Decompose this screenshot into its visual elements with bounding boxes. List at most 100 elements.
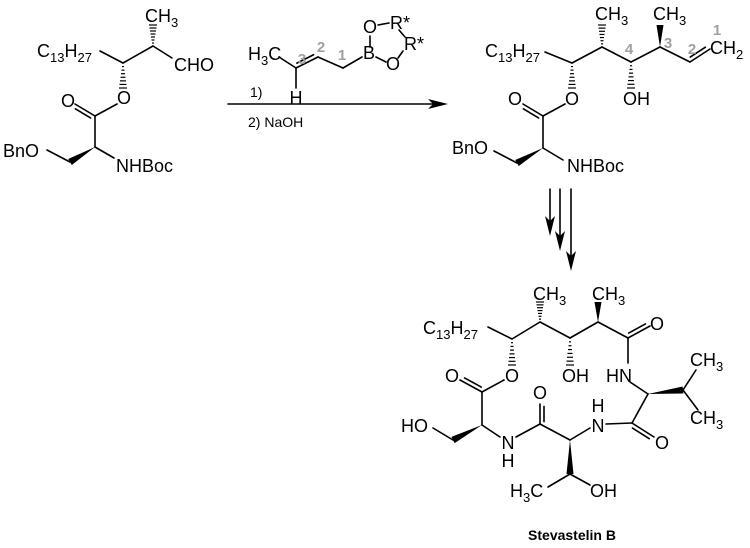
carbonyl-double-bond: [74, 103, 96, 117]
stv-amide-oxygen-2: O: [655, 433, 669, 453]
bonds: [46, 22, 711, 488]
bond: [682, 389, 699, 411]
stv-ester-oxygen: O: [505, 366, 519, 386]
stv-ester-carbonyl-oxygen: O: [445, 366, 459, 386]
reagent-oxygen-top: O: [363, 17, 377, 37]
sm-aldehyde-label: CHO: [174, 55, 214, 75]
compound-name: Stevastelin B: [528, 527, 616, 543]
product-carbonyl-oxygen: O: [508, 89, 522, 109]
bond: [377, 22, 390, 26]
bond: [631, 393, 649, 424]
product-locant-2: 2: [688, 41, 696, 58]
sm-benzyloxy-label: BnO: [3, 141, 39, 161]
bond: [544, 51, 573, 64]
starting-material: CH3 C13H27 CHO O O BnO NHBoc: [3, 6, 214, 176]
ester-double-bond: [459, 379, 483, 393]
sm-amine-label: NHBoc: [116, 156, 173, 176]
alkene-double-bond: [296, 53, 315, 64]
product-locant-4: 4: [625, 41, 634, 58]
reagent-boron-label: B: [363, 43, 375, 63]
stv-amide-oxygen-1: O: [650, 314, 664, 334]
bond: [515, 423, 541, 438]
vinyl-double-bond: [689, 48, 711, 63]
bond: [659, 46, 691, 63]
carbonyl-double-bond: [522, 103, 544, 117]
bond: [539, 423, 571, 441]
bond: [511, 321, 541, 340]
crotylboronate-reagent: H3C H B O O R* R* 3 2 1 1) 2) NaOH: [248, 13, 424, 130]
wedge-bond-methyl: [594, 302, 602, 322]
amide-double-bond: [631, 427, 651, 440]
bond: [375, 56, 387, 63]
bond: [432, 427, 454, 441]
product-benzyloxy: BnO: [452, 138, 488, 158]
wedge-bond-ser: [451, 425, 482, 444]
amide-double-bond: [627, 323, 647, 334]
bond: [481, 424, 501, 438]
reaction-arrow-head: [428, 99, 448, 109]
bond: [605, 422, 633, 425]
stv-val-methyl-up: CH3: [690, 350, 723, 374]
bond: [487, 326, 513, 340]
wedge-bond-isopropyl: [648, 386, 684, 394]
wedge-bond-thr: [566, 440, 574, 474]
stv-alkyl: C13H27: [423, 318, 478, 342]
carbonyl-double-bond: [522, 108, 540, 119]
bond: [94, 146, 115, 159]
#e8161b: [630, 46, 661, 63]
stv-val-methyl-down: CH3: [690, 408, 723, 432]
stv-amide-oxygen-3: O: [533, 383, 547, 403]
stv-hydroxyl: OH: [562, 366, 589, 386]
stv-methyl-b: CH3: [592, 284, 625, 308]
amide-double-bond: [627, 325, 651, 339]
product-methyl-b: CH3: [653, 4, 686, 28]
bond: [99, 50, 124, 64]
product-ester-oxygen: O: [565, 89, 579, 109]
stv-amide-n-3: N: [502, 433, 515, 453]
stv-amide-h-2: H: [592, 396, 605, 416]
bond: [601, 46, 632, 63]
multistep-arrow-3-head: [566, 251, 576, 271]
stv-amide-h-3: H: [502, 451, 515, 471]
stv-ser-hydroxyl: HO: [401, 416, 428, 436]
reagent-locant-2: 2: [317, 39, 325, 56]
amide-double-bond: [631, 422, 655, 438]
bond: [542, 103, 566, 117]
alkene-double-bond: [295, 56, 319, 69]
bond: [629, 381, 649, 395]
reagent-locant-1: 1: [338, 47, 346, 64]
bond: [682, 369, 697, 391]
product: C13H27 CH3 CH3 CH2 OH O O BnO NHBoc 4 3 …: [452, 4, 743, 176]
bond: [569, 473, 591, 486]
bond: [571, 46, 603, 64]
bond: [547, 473, 571, 488]
product-hydroxyl: OH: [623, 89, 650, 109]
ester-double-bond: [463, 377, 483, 388]
reagent-oxygen-bottom: O: [386, 54, 400, 74]
bond: [542, 147, 564, 161]
bond: [342, 56, 363, 69]
carbonyl-double-bond: [74, 108, 92, 119]
bond: [46, 149, 71, 163]
sm-ester-oxygen: O: [117, 88, 131, 108]
bond: [278, 56, 297, 69]
multistep-arrow-2-head: [555, 231, 565, 251]
multistep-arrow-1-head: [545, 216, 555, 236]
stv-thr-hydroxyl: OH: [590, 481, 617, 501]
product-terminal-ch2: CH2: [710, 38, 743, 62]
bond: [398, 29, 406, 38]
reagent-r-top: R*: [390, 13, 410, 33]
bond: [481, 379, 505, 393]
reagent-hydrogen-label: H: [290, 88, 303, 108]
stv-amide-n-2: N: [592, 416, 605, 436]
reagent-methyl-label: H3C: [248, 44, 281, 68]
bond: [397, 50, 404, 59]
bond: [569, 321, 599, 339]
stv-amide-nh-1: HN: [606, 366, 632, 386]
sm-carbonyl-oxygen: O: [61, 91, 75, 111]
step-1-label: 1): [250, 84, 262, 100]
bond: [152, 45, 173, 59]
wedge-bond-ch2: [515, 148, 543, 167]
